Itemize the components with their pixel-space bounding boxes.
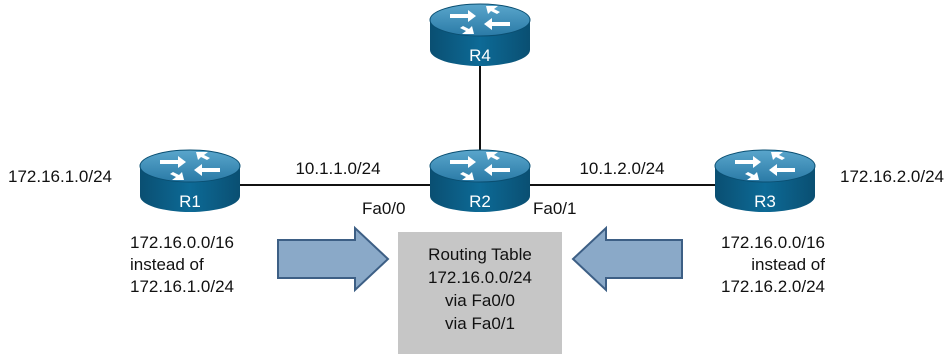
network-r1-r2-link: 10.1.1.0/24: [295, 159, 380, 178]
network-r3-lan: 172.16.2.0/24: [840, 167, 944, 186]
router-r2[interactable]: R2: [429, 149, 531, 213]
interface-r2-fa0-0: Fa0/0: [362, 199, 405, 218]
right-note-line-1: 172.16.0.0/16: [721, 233, 825, 252]
router-r2-label: R2: [469, 192, 491, 211]
router-r3[interactable]: R3: [714, 149, 816, 213]
interface-r2-fa0-1: Fa0/1: [533, 199, 576, 218]
left-note-line-3: 172.16.1.0/24: [130, 277, 234, 296]
left-note-line-1: 172.16.0.0/16: [130, 233, 234, 252]
left-note-line-2: instead of: [130, 255, 204, 274]
router-r1-label: R1: [179, 192, 201, 211]
network-r1-lan: 172.16.1.0/24: [8, 167, 112, 186]
router-r4[interactable]: R4: [429, 3, 531, 67]
router-r4-label: R4: [469, 46, 491, 65]
router-r3-label: R3: [754, 192, 776, 211]
router-r1[interactable]: R1: [139, 149, 241, 213]
left-summary-note: 172.16.0.0/16 instead of 172.16.1.0/24: [130, 233, 234, 296]
routing-table-via-1: via Fa0/0: [445, 291, 515, 310]
routing-table: Routing Table 172.16.0.0/24 via Fa0/0 vi…: [398, 232, 562, 354]
left-arrow-icon: [277, 225, 390, 293]
routing-table-via-2: via Fa0/1: [445, 314, 515, 333]
routing-table-route: 172.16.0.0/24: [428, 268, 532, 287]
right-note-line-2: instead of: [751, 255, 825, 274]
routing-table-box: [398, 232, 562, 354]
right-summary-note: 172.16.0.0/16 instead of 172.16.2.0/24: [721, 233, 825, 296]
network-r2-r3-link: 10.1.2.0/24: [579, 159, 664, 178]
right-arrow-icon: [571, 225, 683, 293]
routing-table-title: Routing Table: [428, 245, 532, 264]
right-note-line-3: 172.16.2.0/24: [721, 277, 825, 296]
